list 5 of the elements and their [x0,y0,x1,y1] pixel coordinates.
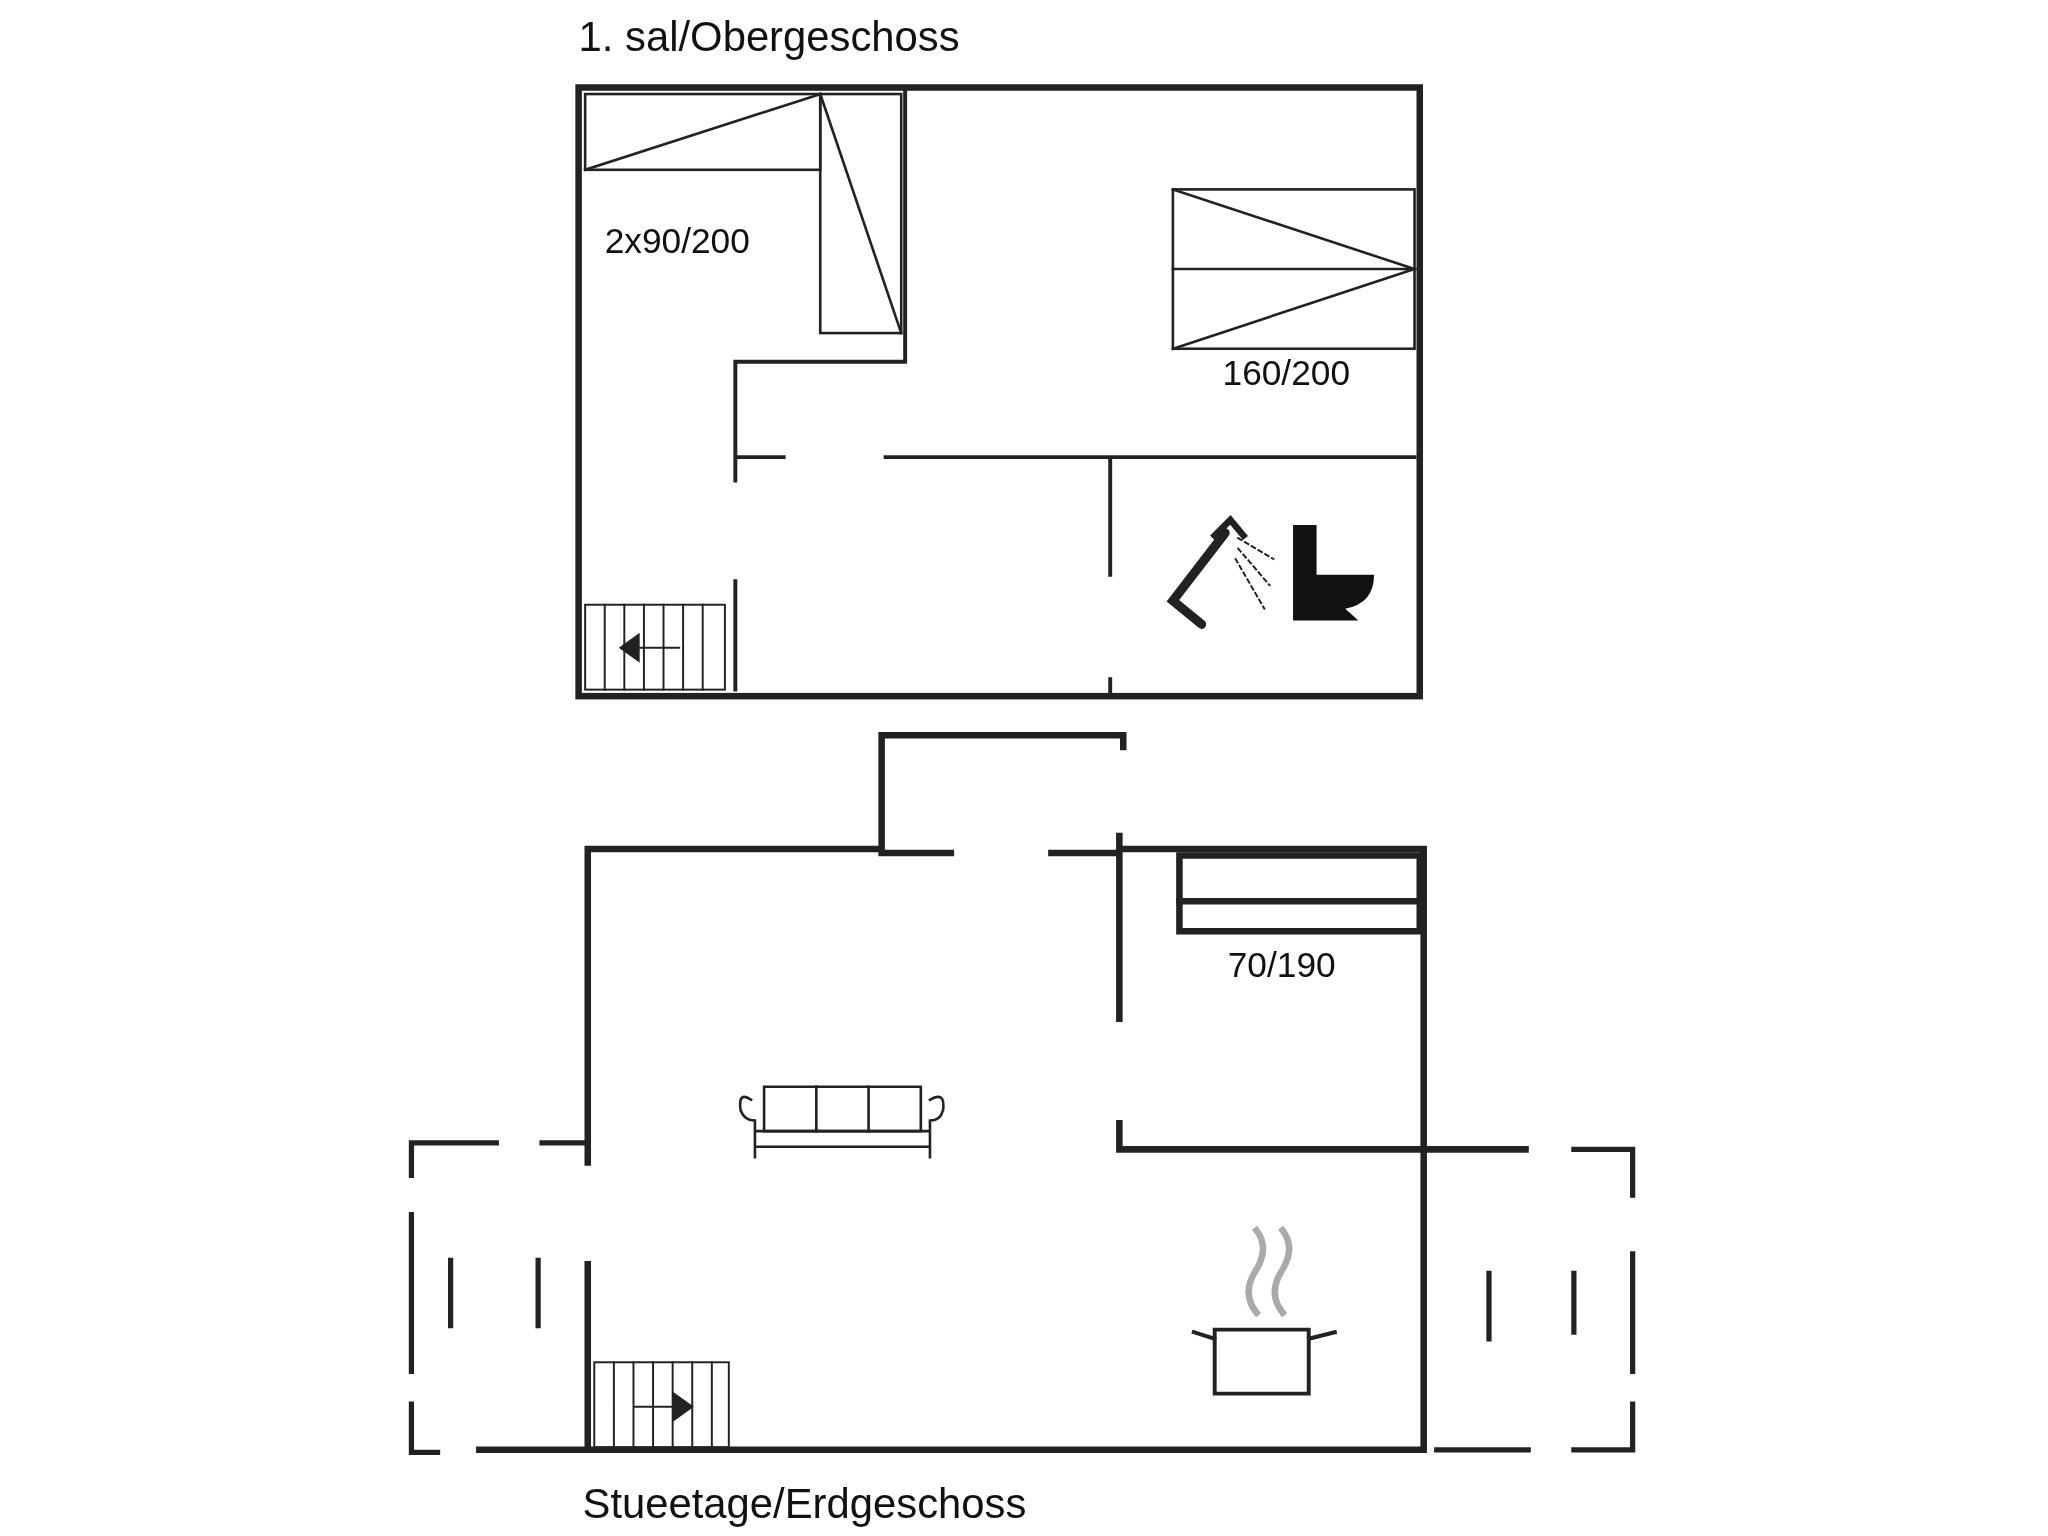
floor-title: Stueetage/Erdgeschoss [582,1482,1027,1525]
bed-size-label: 70/190 [1227,948,1336,984]
floor-title: 1. sal/Obergeschoss [578,15,960,58]
bed-size-label: 160/200 [1222,356,1350,392]
bed-size-label: 2x90/200 [604,224,750,260]
